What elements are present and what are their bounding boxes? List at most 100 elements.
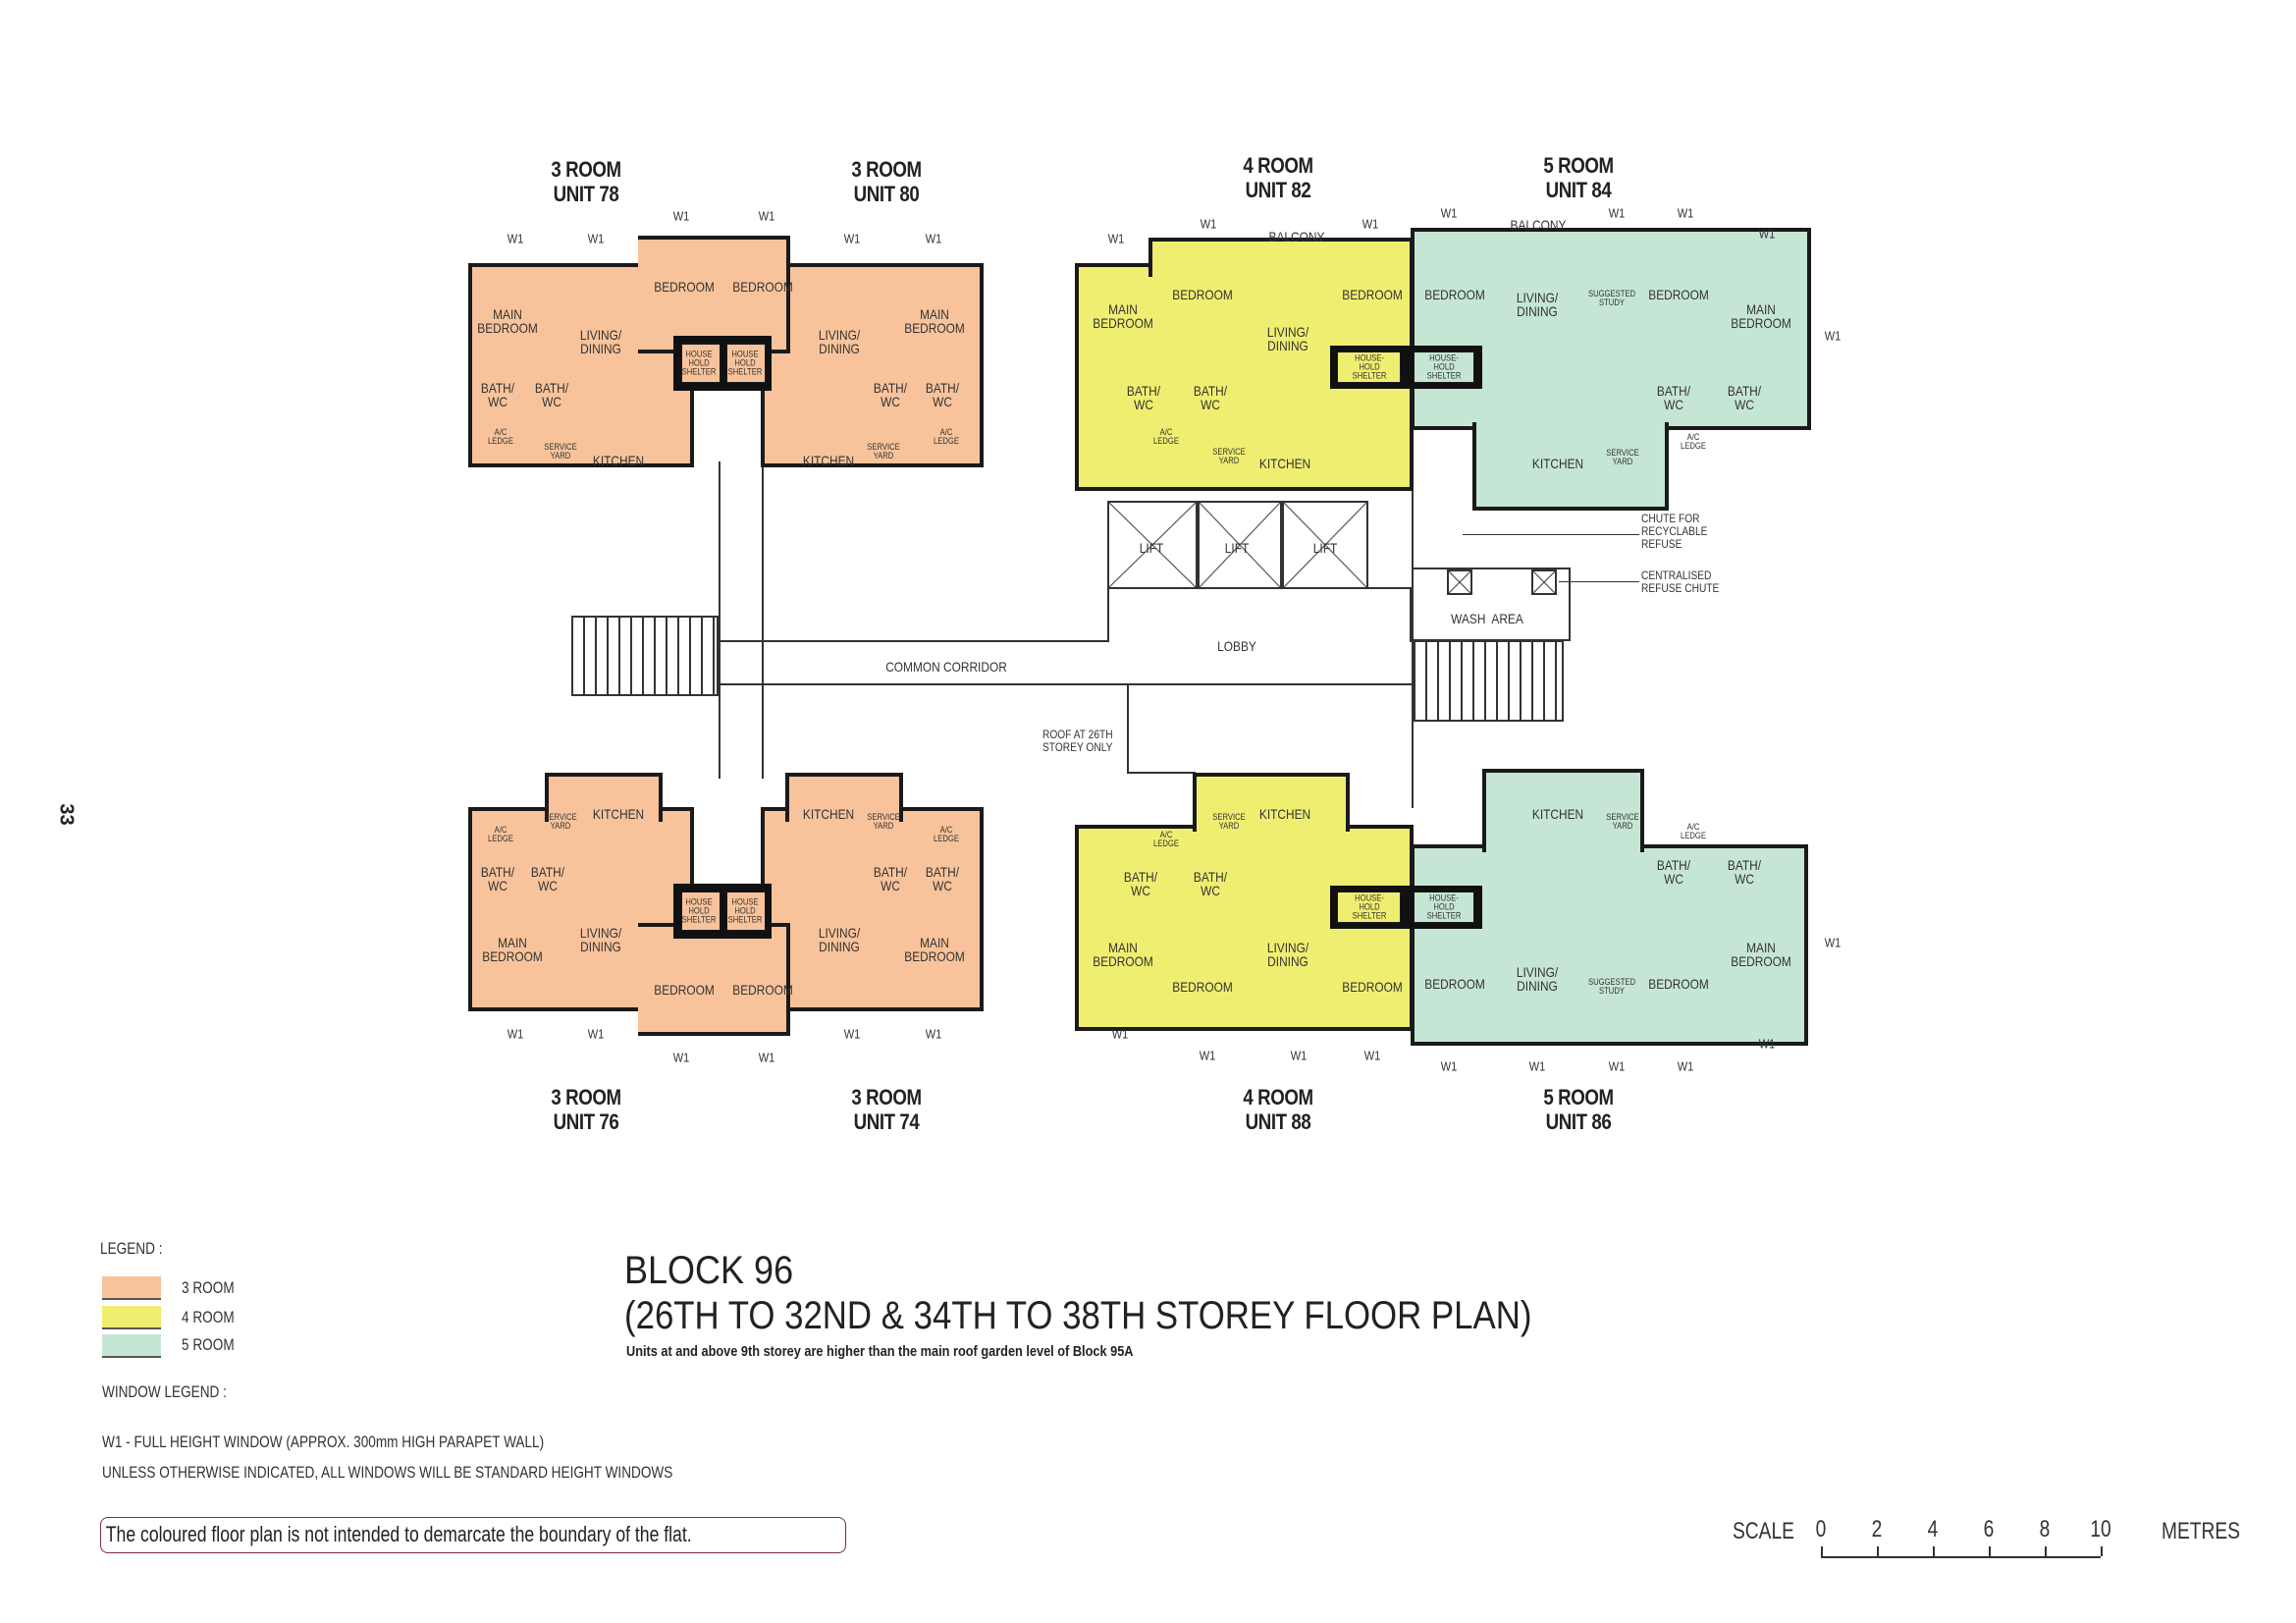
room-label-service-yard: SERVICE YARD [544, 442, 577, 460]
plan-title-block: BLOCK 96 [624, 1249, 794, 1292]
room-label-bath-wc: BATH/ WC [1126, 383, 1161, 412]
room-label-kitchen: KITCHEN [1531, 456, 1584, 471]
room-label-house-hold-shelter: HOUSE HOLD SHELTER [727, 349, 763, 377]
room-label-a-c-ledge: A/C LEDGE [934, 825, 959, 843]
room-label-balcony: BALCONY [1268, 229, 1325, 244]
unit-86-upper [1482, 769, 1644, 852]
centralised-chute-note: CENTRALISED REFUSE CHUTE [1641, 568, 1720, 595]
window-tag-w1: W1 [758, 1050, 775, 1065]
shelter-78 [681, 344, 721, 383]
unit-88-upper [1193, 773, 1350, 832]
scale-tick-label: 2 [1871, 1516, 1883, 1542]
unit-74-upper [785, 773, 903, 822]
staircase-left [571, 616, 719, 696]
legend-label-4-room: 4 ROOM [182, 1308, 235, 1326]
room-label-a-c-ledge: A/C LEDGE [934, 427, 959, 446]
room-label-living-dining: LIVING/ DINING [579, 925, 622, 954]
window-tag-w1: W1 [587, 1026, 605, 1042]
shelter-80 [726, 344, 766, 383]
room-type: 5 ROOM [1543, 153, 1614, 178]
room-label-bedroom: BEDROOM [732, 982, 793, 998]
window-tag-w1: W1 [758, 208, 775, 224]
window-tag-w1: W1 [925, 231, 942, 246]
window-tag-w1: W1 [843, 231, 861, 246]
room-label-bath-wc: BATH/ WC [1656, 383, 1691, 412]
scale-tick [2101, 1546, 2103, 1556]
unit-80 [761, 263, 984, 467]
room-type: 3 ROOM [851, 1085, 922, 1109]
room-label-house-hold-shelter: HOUSE HOLD SHELTER [681, 349, 717, 377]
scale-tick [1989, 1546, 1991, 1556]
room-label-main-bedroom: MAIN BEDROOM [1731, 301, 1791, 331]
roof-box [1127, 685, 1196, 774]
unit-78-bedroom-wing [638, 236, 694, 353]
roof-note: ROOF AT 26TH STOREY ONLY [1042, 728, 1113, 754]
room-label-main-bedroom: MAIN BEDROOM [1093, 301, 1153, 331]
window-tag-w1: W1 [1107, 231, 1125, 246]
room-type: 4 ROOM [1243, 1085, 1313, 1109]
unit-number: UNIT 82 [1245, 178, 1311, 202]
window-tag-w1: W1 [587, 231, 605, 246]
room-label-service-yard: SERVICE YARD [1212, 447, 1246, 465]
room-label-service-yard: SERVICE YARD [867, 442, 900, 460]
window-tag-w1: W1 [1200, 216, 1217, 232]
window-tag-w1: W1 [843, 1026, 861, 1042]
room-label-bedroom: BEDROOM [1342, 979, 1403, 995]
room-label-service-yard: SERVICE YARD [544, 812, 577, 831]
scale-tick-label: 10 [2090, 1516, 2111, 1542]
recyclable-refuse-chute-icon [1447, 569, 1472, 595]
lift-1 [1107, 501, 1198, 589]
lift-2 [1198, 501, 1282, 589]
window-tag-w1: W1 [1824, 328, 1842, 344]
central-corridor [719, 640, 1412, 685]
room-label-main-bedroom: MAIN BEDROOM [904, 935, 965, 964]
room-label-bath-wc: BATH/ WC [480, 380, 515, 409]
unit-number: UNIT 78 [553, 182, 619, 206]
window-tag-w1: W1 [1290, 1048, 1308, 1063]
page-number: 33 [55, 803, 78, 826]
lift-3 [1282, 501, 1368, 589]
window-tag-w1: W1 [1199, 1048, 1216, 1063]
shelter-74 [726, 892, 766, 931]
legend-swatch-5-room [102, 1334, 161, 1358]
room-type: 5 ROOM [1543, 1085, 1614, 1109]
window-tag-w1: W1 [1608, 1058, 1626, 1074]
room-label-main-bedroom: MAIN BEDROOM [482, 935, 543, 964]
lift-label: LIFT [1224, 540, 1250, 556]
room-label-bedroom: BEDROOM [732, 279, 793, 295]
window-tag-w1: W1 [1758, 1036, 1776, 1052]
room-label-kitchen: KITCHEN [1258, 456, 1311, 471]
room-type: 3 ROOM [551, 157, 621, 182]
room-label-main-bedroom: MAIN BEDROOM [1093, 940, 1153, 969]
room-label-house-hold-shelter: HOUSE- HOLD SHELTER [1426, 352, 1462, 381]
room-label-kitchen: KITCHEN [802, 806, 855, 822]
scale-bar-line [1821, 1556, 2101, 1558]
room-label-bedroom: BEDROOM [654, 982, 715, 998]
shelter-86 [1414, 892, 1474, 923]
window-legend-w1: W1 - FULL HEIGHT WINDOW (APPROX. 300mm H… [102, 1433, 545, 1451]
room-type: 3 ROOM [551, 1085, 621, 1109]
unit-74-bedroom-wing [692, 923, 790, 1036]
unit-number: UNIT 74 [853, 1109, 920, 1134]
room-label-bedroom: BEDROOM [1172, 287, 1233, 302]
room-label-bedroom: BEDROOM [1424, 287, 1485, 302]
room-label-bath-wc: BATH/ WC [1193, 383, 1228, 412]
room-label-bedroom: BEDROOM [1648, 976, 1709, 992]
room-label-bedroom: BEDROOM [654, 279, 715, 295]
plan-title-storeys: (26TH TO 32ND & 34TH TO 38TH STOREY FLOO… [624, 1294, 1532, 1337]
window-tag-w1: W1 [1440, 205, 1458, 221]
scale-tick [1821, 1546, 1823, 1556]
room-label-bedroom: BEDROOM [1648, 287, 1709, 302]
scale-unit: METRES [2162, 1518, 2241, 1544]
lift-label: LIFT [1312, 540, 1338, 556]
room-label-living-dining: LIVING/ DINING [818, 327, 861, 356]
window-tag-w1: W1 [1824, 935, 1842, 950]
window-tag-w1: W1 [507, 231, 524, 246]
unit-76-upper [545, 773, 663, 822]
scale-tick [2045, 1546, 2047, 1556]
window-tag-w1: W1 [1677, 1058, 1694, 1074]
scale-tick-label: 4 [1927, 1516, 1939, 1542]
room-label-house-hold-shelter: HOUSE- HOLD SHELTER [1426, 893, 1462, 921]
